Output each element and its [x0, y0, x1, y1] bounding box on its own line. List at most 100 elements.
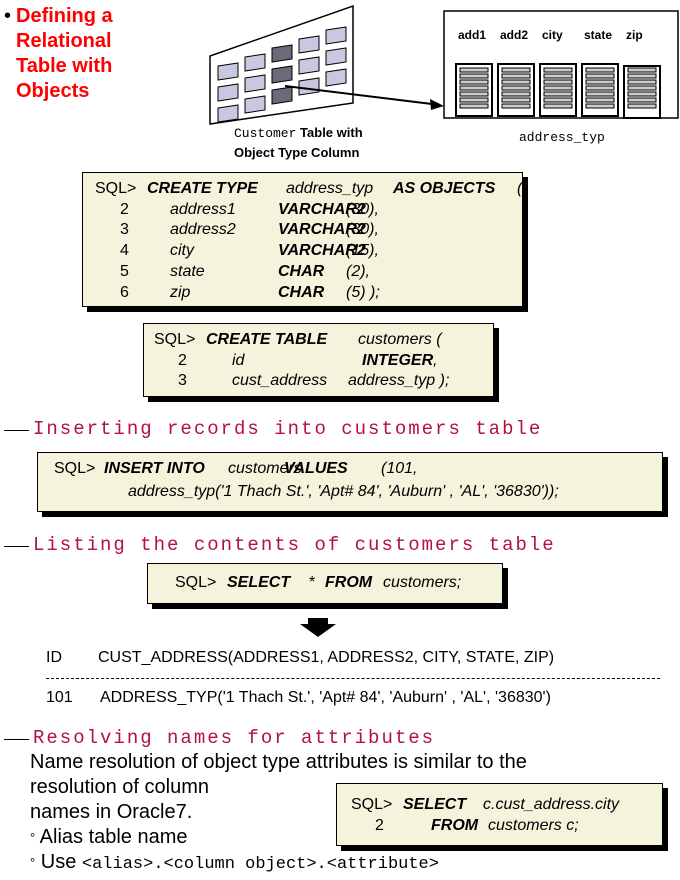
code-token: (30), — [346, 221, 379, 239]
code-token: customers c; — [488, 817, 579, 834]
code-token: 3 — [178, 372, 187, 389]
table-cell — [298, 77, 320, 96]
type-column-bar — [543, 73, 573, 79]
type-column-bar — [459, 97, 489, 103]
bullet-text: Alias table name — [39, 826, 188, 848]
result-cell-address: ADDRESS_TYP('1 Thach St.', 'Apt# 84', 'A… — [100, 689, 551, 706]
type-column-bar — [501, 91, 531, 97]
type-column-bar — [459, 79, 489, 85]
section-heading-list: Listing the contents of customers table — [33, 534, 556, 556]
table-cell — [298, 56, 320, 75]
table-cell — [325, 68, 347, 87]
code-token: SELECT — [227, 574, 291, 591]
section-heading-insert: Inserting records into customers table — [33, 418, 543, 440]
code-token: (5) ); — [346, 283, 380, 301]
syntax-text: <alias>.<column object>.<attribute> — [81, 855, 439, 874]
type-column-bar — [501, 97, 531, 103]
down-arrow-icon — [300, 618, 336, 637]
table-cells — [217, 26, 347, 123]
code-token: SQL> — [154, 331, 196, 348]
type-column-bar — [585, 73, 615, 79]
code-token: INSERT INTO — [104, 460, 205, 477]
dash — [4, 546, 29, 547]
type-column-bar — [459, 67, 489, 73]
bullet-text: Use — [40, 851, 77, 873]
code-token: 5 — [120, 262, 129, 280]
table-cell — [217, 104, 239, 123]
code-token: CREATE TYPE — [147, 180, 258, 197]
type-column-bar — [543, 67, 573, 73]
type-column-bar — [585, 91, 615, 97]
slide-title: Defining a Relational Table with Objects — [16, 4, 113, 104]
arrow-head — [430, 99, 444, 110]
type-column-bar — [627, 67, 657, 73]
code-token: address_typ ); — [348, 372, 450, 389]
type-column-label: add2 — [500, 28, 529, 42]
code-token: address2 — [170, 221, 236, 239]
caption-text: Table with — [300, 125, 363, 140]
type-column-bar — [501, 73, 531, 79]
table-diagram — [209, 4, 679, 125]
customer-table-graphic — [209, 4, 354, 125]
code-token: 2 — [375, 817, 384, 834]
title-line: Objects — [16, 80, 90, 102]
code-token: (2), — [346, 262, 370, 280]
code-token: (15), — [346, 242, 379, 260]
code-token: SQL> — [95, 180, 137, 197]
code-token: SELECT — [403, 796, 467, 813]
code-token: VARCHAR2 — [278, 242, 366, 260]
type-column-bar — [459, 103, 489, 109]
code-token: zip — [170, 283, 191, 301]
type-column-bar — [501, 85, 531, 91]
code-token: customers — [228, 460, 302, 477]
table-cell — [244, 53, 266, 72]
type-column-label: city — [542, 28, 563, 42]
bullet-mark: ° — [30, 830, 36, 845]
code-token: * — [309, 574, 316, 591]
bullet-item: ° Alias table name — [30, 825, 527, 850]
code-token: VARCHAR2 — [278, 221, 366, 239]
code-token: VALUES — [284, 460, 348, 477]
table-cell — [244, 95, 266, 114]
table-cell — [325, 47, 347, 66]
type-column-label: zip — [626, 28, 643, 42]
code-token: AS OBJECTS — [393, 180, 496, 197]
dash — [4, 739, 29, 740]
type-column-bar — [543, 103, 573, 109]
type-column-bar — [585, 103, 615, 109]
code-token: cust_address — [232, 372, 328, 389]
code-token: 6 — [120, 283, 129, 301]
code-token: SQL> — [175, 574, 217, 591]
code-token: c.cust_address.city — [483, 796, 620, 813]
type-column-bar — [585, 97, 615, 103]
code-token: FROM — [431, 817, 479, 834]
table-cell — [298, 35, 320, 54]
code-token: (30), — [346, 200, 379, 218]
type-column-label: state — [584, 28, 613, 42]
code-token: address_typ('1 Thach St.', 'Apt# 84', 'A… — [128, 483, 559, 500]
type-column-bar — [627, 91, 657, 97]
code-token: VARCHAR2 — [278, 200, 366, 218]
result-separator — [46, 678, 660, 679]
type-column-bar — [501, 67, 531, 73]
type-column-bar — [585, 79, 615, 85]
code-token: CHAR — [278, 283, 325, 301]
type-column-bar — [459, 85, 489, 91]
code-token: customers ( — [358, 331, 442, 348]
code-token: customers; — [383, 574, 462, 591]
table-cell — [244, 74, 266, 93]
caption-text: Object Type Column — [234, 145, 360, 160]
paragraph-line: Name resolution of object type attribute… — [30, 751, 527, 773]
paragraph: Name resolution of object type attribute… — [30, 750, 527, 877]
table-cell — [217, 62, 239, 81]
code-token: 2 — [120, 200, 129, 218]
code-token: id — [232, 351, 245, 369]
title-line: Table with — [16, 55, 113, 77]
bullet-item: ° Use <alias>.<column object>.<attribute… — [30, 850, 527, 877]
